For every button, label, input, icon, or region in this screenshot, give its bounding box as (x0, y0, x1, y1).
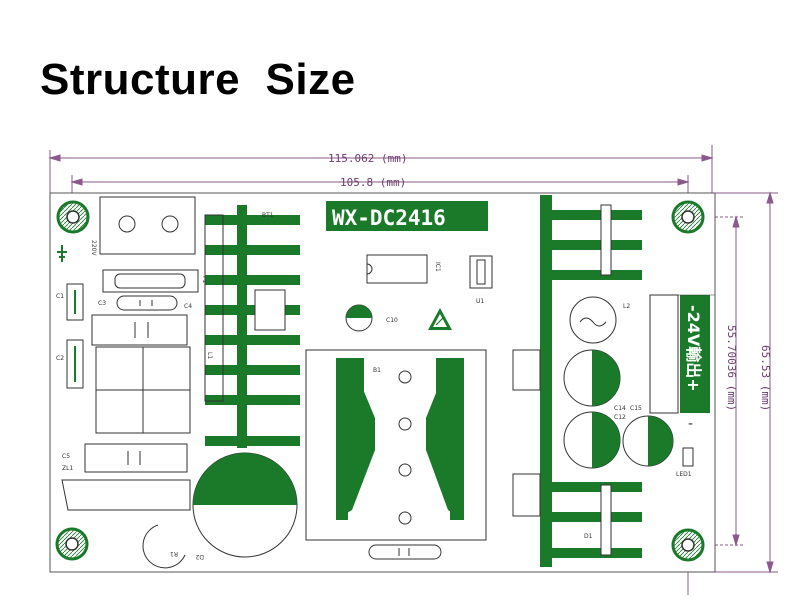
output-label-block (680, 295, 710, 413)
mounting-hole-top-right (671, 200, 705, 234)
output-terminal (649, 294, 679, 414)
diode-d1 (600, 484, 612, 556)
inductor-l2 (569, 296, 617, 344)
capacitor-c3 (116, 295, 178, 311)
transformer-b1 (305, 349, 487, 541)
label-led1: LED1 (676, 471, 692, 478)
input-terminal (99, 196, 196, 255)
mounting-hole-bottom-right (671, 528, 705, 562)
mounting-hole-bottom-left (55, 527, 89, 561)
ground-symbol (57, 245, 67, 262)
label-c4: C4 (184, 303, 192, 310)
label-c1: C1 (56, 293, 64, 300)
label-c2: C2 (56, 355, 64, 362)
label-c10: C10 (386, 317, 398, 324)
ic1 (366, 254, 428, 284)
esd-warning-icon (428, 308, 452, 330)
page-title: Structure Size (40, 55, 356, 104)
label-d1: D1 (584, 533, 593, 540)
label-c14: C14 (614, 405, 626, 412)
dim-overall-width: 115.062 (mm) (328, 152, 407, 165)
component-left-sec-2 (512, 473, 541, 517)
output-label: -24V輸出+ (684, 305, 703, 392)
bulk-capacitor (192, 452, 298, 558)
optocoupler-u1 (469, 255, 493, 289)
capacitor-c8 (368, 544, 442, 560)
output-minus-sign: - (688, 416, 693, 432)
label-r1: R1 (170, 550, 178, 557)
component-left-sec (512, 349, 541, 391)
capacitor-c12 (622, 415, 674, 467)
capacitor-c4-box (91, 314, 188, 346)
label-c15: C15 (630, 405, 642, 412)
label-l1: L1 (206, 352, 213, 359)
fuse (102, 269, 199, 293)
label-220v: 220V (90, 240, 97, 256)
heatsink-secondary (540, 195, 642, 567)
thermistor-d2 (142, 524, 186, 569)
capacitor-c1 (66, 283, 84, 321)
diode-d0 (600, 204, 612, 276)
capacitor-c5 (84, 443, 188, 473)
transistor-q1 (254, 289, 286, 331)
dim-hole-height: 55.70036 (mm) (725, 325, 738, 411)
label-c12: C12 (614, 414, 626, 421)
resistor-r1-body (61, 479, 191, 511)
label-d2: D2 (195, 553, 204, 560)
label-u1: U1 (476, 298, 484, 305)
capacitor-c2 (66, 339, 84, 389)
label-ic1: IC1 (434, 262, 441, 272)
dim-hole-width: 105.8 (mm) (340, 176, 406, 189)
label-b1: B1 (373, 367, 381, 374)
label-c3: C3 (98, 300, 106, 307)
dim-overall-height: 65.53 (mm) (759, 345, 772, 411)
led1 (682, 447, 694, 467)
mounting-hole-top-left (56, 200, 90, 234)
label-l2: L2 (623, 303, 630, 310)
capacitor-c15 (563, 411, 621, 469)
label-c5: C5 (62, 453, 70, 460)
model-label: WX-DC2416 (326, 201, 488, 231)
model-text: WX-DC2416 (332, 206, 446, 230)
capacitor-c10 (345, 304, 373, 332)
label-bt1: BT1 (262, 212, 274, 219)
heatsink-primary (204, 205, 300, 448)
choke-l1 (95, 346, 191, 434)
capacitor-c14 (563, 349, 621, 407)
label-zl1: ZL1 (62, 465, 73, 472)
